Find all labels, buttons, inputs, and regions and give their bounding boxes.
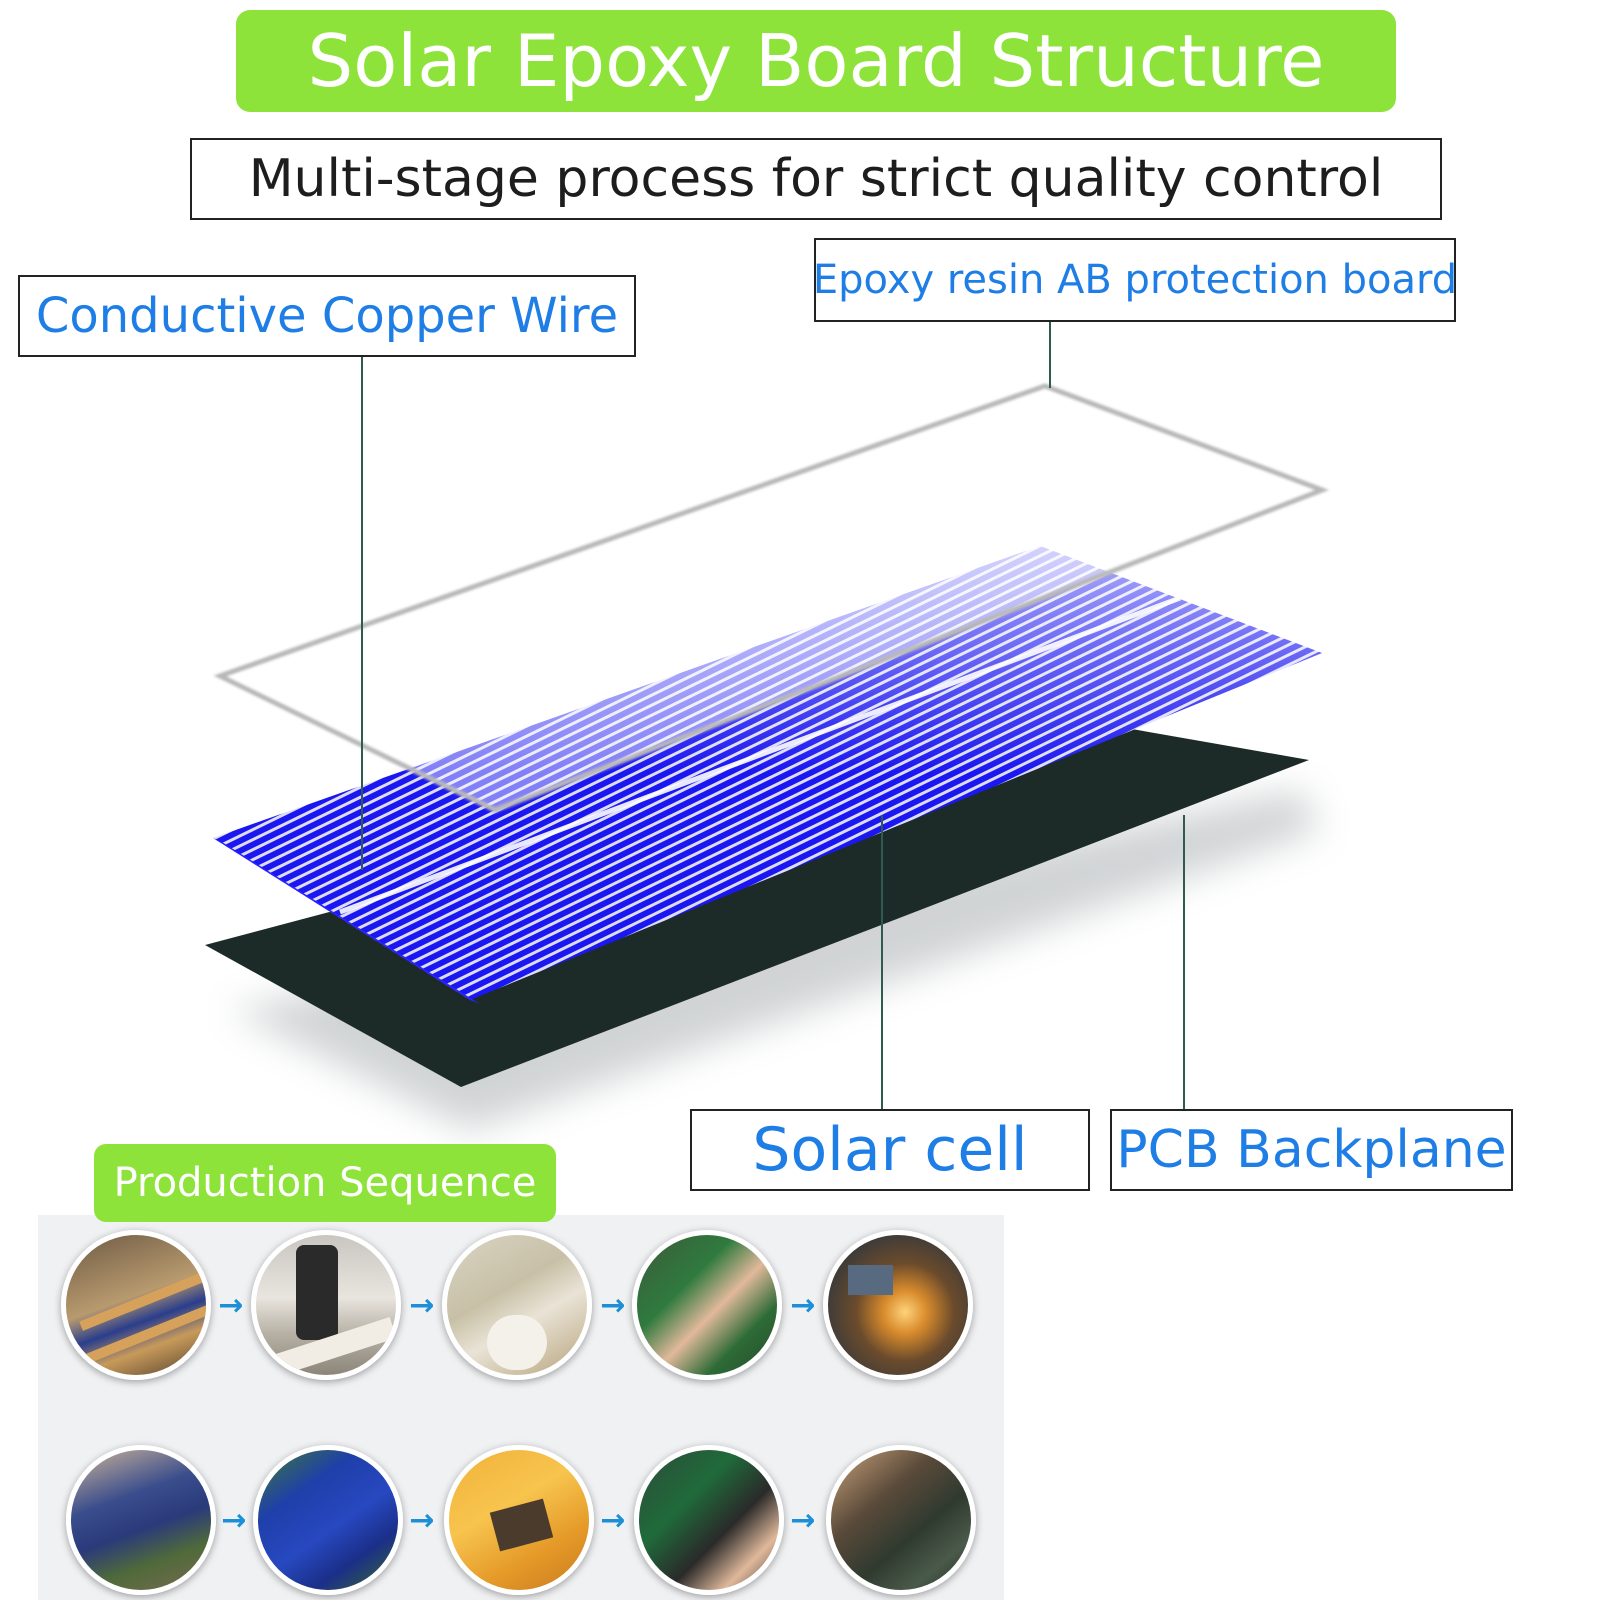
step-arrow: → xyxy=(221,1503,247,1538)
solar-cell-busbar xyxy=(339,595,1181,915)
subtitle-box: Multi-stage process for strict quality c… xyxy=(190,138,1442,220)
step-photo-3 xyxy=(442,1230,592,1380)
step-photo-6 xyxy=(66,1445,216,1595)
solar-cell-highlight xyxy=(213,546,1322,1000)
step-photo-8 xyxy=(444,1445,594,1595)
step-arrow: → xyxy=(218,1288,244,1323)
diagram-title: Solar Epoxy Board Structure xyxy=(307,19,1325,103)
step-arrow: → xyxy=(600,1503,626,1538)
label-pcb-backplane-text: PCB Backplane xyxy=(1116,1120,1507,1180)
step-arrow: → xyxy=(409,1288,435,1323)
step-arrow: → xyxy=(409,1503,435,1538)
step-photo-10 xyxy=(826,1445,976,1595)
label-copper-wire: Conductive Copper Wire xyxy=(18,275,636,357)
production-heading-banner: Production Sequence xyxy=(94,1144,556,1222)
solar-cell-edge xyxy=(213,838,480,1004)
label-solar-cell: Solar cell xyxy=(690,1109,1090,1191)
step-photo-1 xyxy=(61,1230,211,1380)
step-photo-4 xyxy=(632,1230,782,1380)
title-banner: Solar Epoxy Board Structure xyxy=(236,10,1396,112)
step-arrow: → xyxy=(600,1288,626,1323)
production-heading: Production Sequence xyxy=(113,1160,537,1206)
diagram-subtitle: Multi-stage process for strict quality c… xyxy=(248,149,1384,209)
label-copper-wire-text: Conductive Copper Wire xyxy=(35,288,619,344)
epoxy-board-layer xyxy=(213,383,1330,813)
label-solar-cell-text: Solar cell xyxy=(752,1115,1028,1185)
label-pcb-backplane: PCB Backplane xyxy=(1110,1109,1513,1191)
step-photo-7 xyxy=(253,1445,403,1595)
step-photo-2 xyxy=(251,1230,401,1380)
label-epoxy-board: Epoxy resin AB protection board xyxy=(812,238,1458,322)
label-epoxy-board-text: Epoxy resin AB protection board xyxy=(812,257,1458,303)
step-photo-9 xyxy=(634,1445,784,1595)
step-arrow: → xyxy=(790,1503,816,1538)
step-photo-5 xyxy=(823,1230,973,1380)
step-arrow: → xyxy=(790,1288,816,1323)
